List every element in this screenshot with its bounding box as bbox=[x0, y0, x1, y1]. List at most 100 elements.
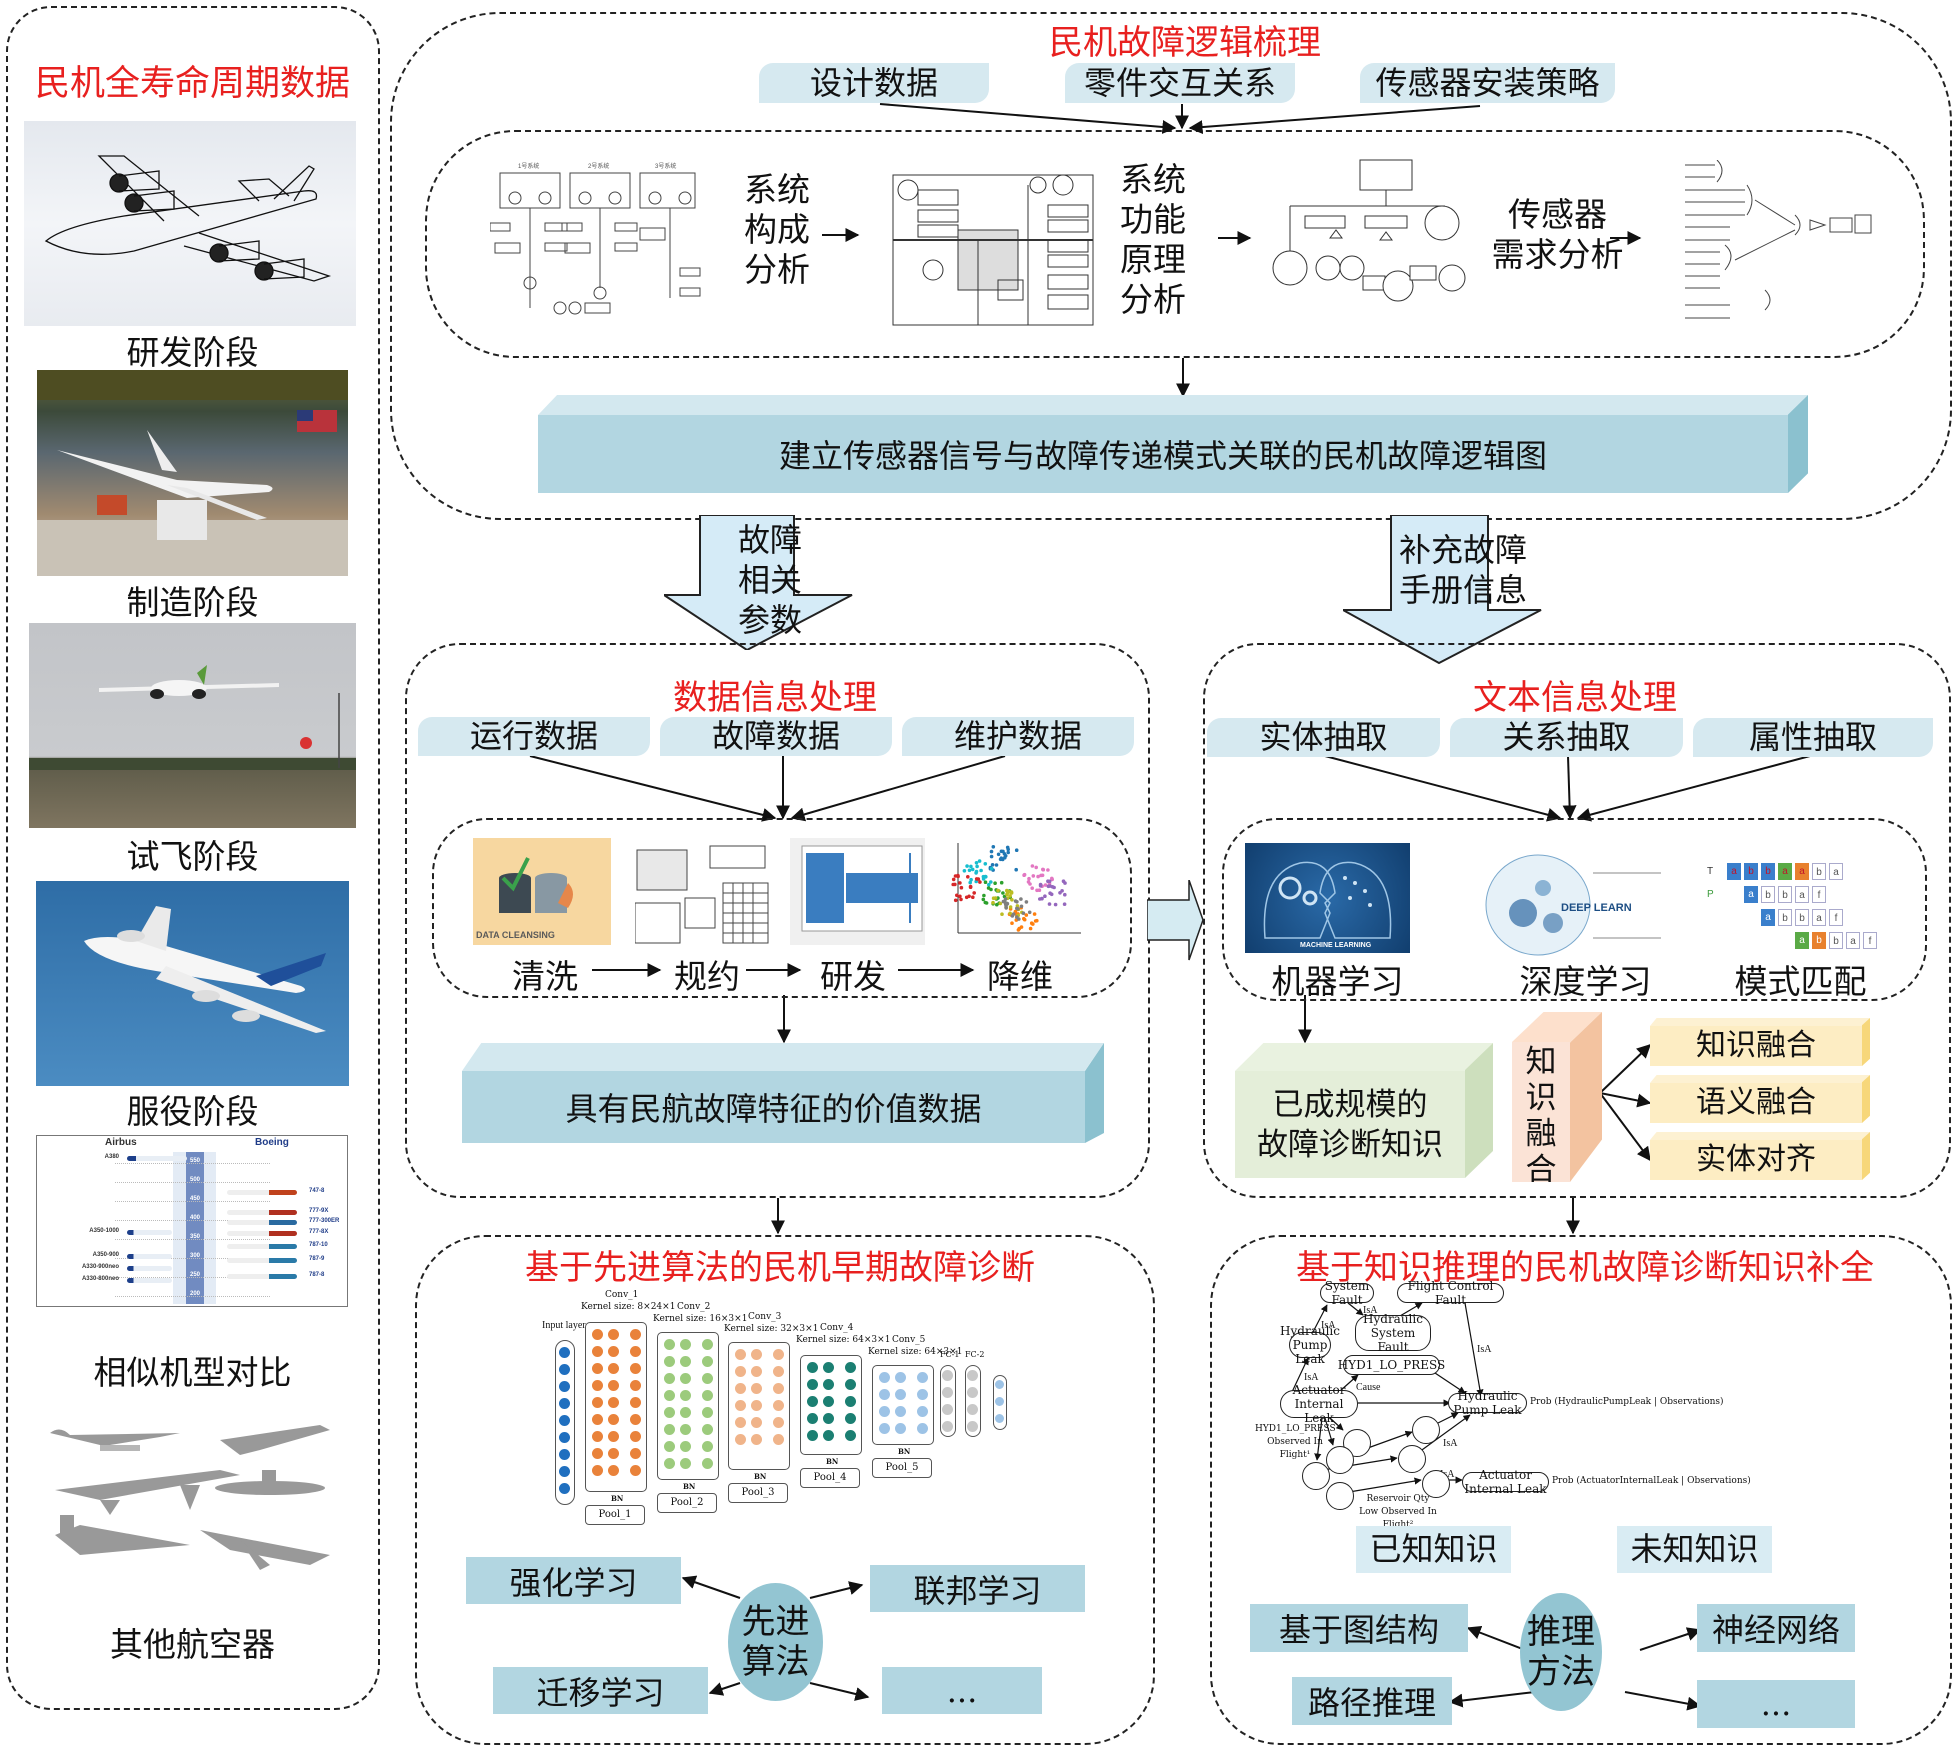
cnn-input-label: Input layer bbox=[542, 1320, 586, 1331]
cnn-neuron bbox=[942, 1404, 953, 1415]
scatter-point bbox=[1031, 874, 1036, 878]
cnn-neuron bbox=[559, 1483, 570, 1494]
knowledge-graph: IsA IsA IsA IsA Cause IsA IsA System Fau… bbox=[1200, 1220, 1940, 1530]
scatter-point bbox=[951, 877, 956, 882]
seat-gridline bbox=[115, 1182, 270, 1183]
scatter-point bbox=[1039, 873, 1043, 878]
seat-gridline bbox=[115, 1201, 270, 1202]
cnn-neuron bbox=[608, 1380, 619, 1391]
kg-observation-node bbox=[1412, 1416, 1440, 1444]
scatter-point bbox=[989, 866, 994, 871]
pm-cell: a bbox=[1795, 863, 1809, 880]
cnn-neuron bbox=[702, 1441, 713, 1452]
scatter-point bbox=[969, 877, 973, 882]
boeing-aircraft-icon bbox=[227, 1244, 297, 1249]
arrow-fault-params bbox=[664, 515, 853, 650]
cnn-neuron bbox=[917, 1389, 928, 1400]
airbus-label: Airbus bbox=[105, 1137, 137, 1148]
pm-cell: b bbox=[1761, 863, 1775, 880]
block-top-face bbox=[1650, 1075, 1870, 1083]
edge-label: IsA bbox=[1304, 1372, 1319, 1383]
cnn-layer-name: Conv_1 bbox=[605, 1290, 639, 1300]
cnn-neuron bbox=[559, 1398, 570, 1409]
scatter-point bbox=[1006, 847, 1010, 852]
cnn-neuron bbox=[559, 1381, 570, 1392]
cnn-neuron bbox=[630, 1346, 641, 1357]
seat-tick: 350 bbox=[189, 1234, 200, 1240]
cnn-neuron bbox=[592, 1329, 603, 1340]
pm-cell: a bbox=[1761, 909, 1775, 926]
boeing-model-label: 777-9X bbox=[309, 1208, 329, 1214]
block-top-face bbox=[1235, 1043, 1493, 1071]
scatter-point bbox=[959, 897, 963, 902]
arrow-fault-params-text: 故障 相关 参数 bbox=[720, 520, 820, 640]
cnn-neuron bbox=[807, 1379, 818, 1390]
cnn-neuron bbox=[702, 1458, 713, 1469]
kg-observation-reservoir: Reservoir Qty Low Observed In Flight² bbox=[1359, 1494, 1437, 1530]
method-box-more-reasoning: ... bbox=[1697, 1680, 1855, 1728]
fault-logic-panel bbox=[390, 12, 1952, 520]
cnn-neuron bbox=[967, 1404, 978, 1415]
cnn-neuron bbox=[608, 1363, 619, 1374]
scatter-point bbox=[1005, 888, 1009, 893]
scatter-point bbox=[996, 852, 1001, 857]
cnn-layer-name: Conv_3 bbox=[748, 1312, 782, 1322]
kg-node-system-fault: System Fault bbox=[1320, 1279, 1374, 1307]
scatter-point bbox=[972, 891, 976, 895]
cnn-neuron bbox=[592, 1397, 603, 1408]
scatter-point bbox=[1041, 867, 1046, 872]
existing-knowledge-block: 已成规模的 故障诊断知识 bbox=[1235, 1043, 1493, 1178]
stage-label-model-comparison: 相似机型对比 bbox=[93, 1353, 292, 1392]
cnn-neuron bbox=[823, 1396, 834, 1407]
cnn-conv-layer bbox=[872, 1365, 934, 1445]
cnn-neuron bbox=[751, 1383, 762, 1394]
scatter-point bbox=[974, 877, 979, 881]
cnn-neuron bbox=[807, 1396, 818, 1407]
scatter-point bbox=[986, 886, 991, 890]
block-top-face bbox=[1650, 1018, 1870, 1026]
pipeline-label-reduction: 规约 bbox=[674, 957, 740, 996]
scatter-point bbox=[981, 877, 986, 881]
boeing-model-label: 747-8 bbox=[309, 1188, 325, 1194]
step-label-function-principle: 系统 功能 原理 分析 bbox=[1118, 160, 1188, 320]
scatter-point bbox=[1006, 850, 1010, 855]
bar-side-face bbox=[1788, 395, 1808, 493]
kg-node-hyd1-lo-press: HYD1_LO_PRESS bbox=[1338, 1355, 1445, 1375]
cnn-fc-layer bbox=[940, 1365, 956, 1437]
input-tab-part-interaction: 零件交互关系 bbox=[1065, 63, 1295, 103]
kg-observation-node bbox=[1343, 1429, 1371, 1457]
cnn-neuron bbox=[751, 1349, 762, 1360]
arrow-text-line: 手册信息 bbox=[1398, 571, 1527, 609]
scatter-point bbox=[1019, 897, 1023, 901]
cnn-neuron bbox=[751, 1366, 762, 1377]
airliner-in-flight-icon bbox=[84, 906, 326, 1033]
pm-cell: a bbox=[1727, 863, 1741, 880]
arrow-manual-info bbox=[1343, 515, 1542, 665]
scatter-point bbox=[1019, 904, 1024, 909]
cnn-neuron bbox=[942, 1421, 953, 1432]
known-knowledge-label: 已知知识 bbox=[1356, 1526, 1511, 1573]
scatter-point bbox=[1010, 898, 1014, 902]
pm-cell: b bbox=[1744, 863, 1758, 880]
cnn-neuron bbox=[845, 1379, 856, 1390]
cnn-bn-label: BN bbox=[826, 1457, 839, 1466]
scatter-point bbox=[1011, 912, 1016, 916]
edge-label: Cause bbox=[1356, 1382, 1381, 1393]
scatter-point bbox=[1015, 915, 1019, 919]
edge-label: IsA bbox=[1440, 1469, 1455, 1480]
pm-cell: b bbox=[1812, 932, 1826, 949]
scatter-point bbox=[974, 861, 979, 865]
pipeline-label-rd: 研发 bbox=[820, 957, 886, 996]
cnn-neuron bbox=[895, 1423, 906, 1434]
cnn-kernel-size: Kernel size: 64×3×1 bbox=[796, 1335, 891, 1345]
pipeline-image-cleansing: DATA CLEANSING bbox=[473, 838, 611, 945]
data-processing-title: 数据信息处理 bbox=[673, 678, 877, 718]
cnn-neuron bbox=[773, 1383, 784, 1394]
knowledge-fusion-text: 知 识 融 合 bbox=[1512, 1042, 1570, 1182]
scatter-point bbox=[999, 880, 1004, 885]
cnn-neuron bbox=[664, 1441, 675, 1452]
block-char: 知 bbox=[1525, 1044, 1557, 1080]
scatter-point bbox=[967, 894, 971, 899]
cnn-neuron bbox=[879, 1389, 890, 1400]
